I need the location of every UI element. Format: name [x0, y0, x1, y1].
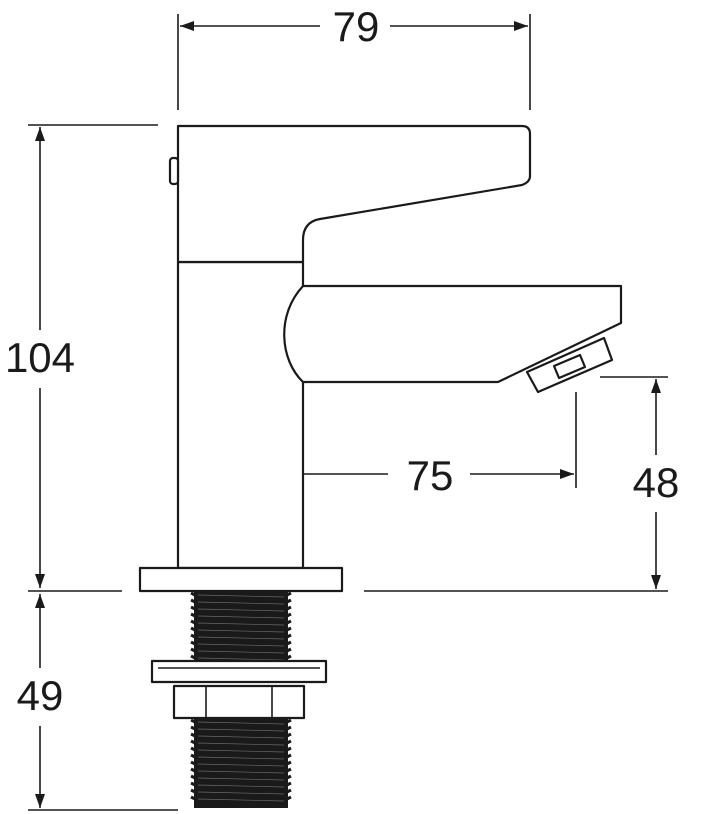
thread-highlight — [197, 770, 285, 774]
thread-ridge — [190, 767, 292, 774]
dimension-spout-height: 48 — [600, 376, 680, 589]
dimension-label-shank-length: 49 — [17, 672, 64, 719]
thread-ridge — [190, 591, 292, 598]
tap-body — [138, 124, 623, 593]
tap-lever-handle — [176, 124, 532, 264]
thread-ridge — [190, 605, 292, 612]
arrow-head-bottom — [651, 575, 661, 589]
arrow-head-top — [35, 594, 45, 608]
thread-ridge — [190, 633, 292, 640]
hot-cold-indicator — [168, 156, 180, 186]
thread-highlight — [197, 749, 285, 753]
thread-ridge — [190, 647, 292, 654]
tap-column — [176, 260, 305, 570]
thread-highlight — [197, 615, 285, 619]
dimension-shank-length: 49 — [17, 594, 178, 811]
thread-highlight — [197, 721, 285, 725]
thread-highlight — [197, 636, 285, 640]
thread-highlight — [197, 601, 285, 605]
thread-ridge — [190, 654, 292, 661]
thread-ridges-upper — [190, 591, 292, 661]
thread-ridge — [190, 746, 292, 753]
tap-shank — [150, 591, 328, 808]
dimension-label-width: 79 — [333, 3, 380, 50]
thread-highlight — [197, 608, 285, 612]
thread-highlight — [197, 784, 285, 788]
thread-highlight — [197, 622, 285, 626]
thread-ridge — [190, 795, 292, 802]
dimension-label-body-height: 104 — [5, 334, 75, 381]
thread-ridge — [190, 788, 292, 795]
thread-ridge — [190, 739, 292, 746]
thread-highlight — [197, 735, 285, 739]
fixing-nut — [172, 684, 306, 720]
thread-highlight — [197, 742, 285, 746]
thread-ridge — [190, 732, 292, 739]
thread-highlight — [197, 594, 285, 598]
arrow-head-bottom — [35, 794, 45, 808]
thread-highlight — [197, 650, 285, 654]
thread-highlight — [197, 791, 285, 795]
thread-ridge — [190, 760, 292, 767]
thread-highlight — [197, 756, 285, 760]
thread-highlight — [197, 629, 285, 633]
shank-thread-lower — [194, 718, 288, 808]
arrow-head-right — [514, 21, 528, 31]
thread-highlight — [197, 777, 285, 781]
tap-spout — [283, 284, 623, 384]
thread-highlight — [197, 643, 285, 647]
thread-ridge — [190, 774, 292, 781]
aerator-insert — [552, 353, 587, 380]
thread-highlight — [197, 763, 285, 767]
thread-highlight — [197, 728, 285, 732]
thread-highlight — [197, 657, 285, 661]
thread-ridge — [190, 598, 292, 605]
thread-ridge — [190, 640, 292, 647]
thread-ridge — [190, 718, 292, 725]
thread-ridge — [190, 753, 292, 760]
arrow-head-left — [180, 21, 194, 31]
arrow-head-right — [560, 469, 574, 479]
thread-ridge — [190, 612, 292, 619]
arrow-head-top — [651, 379, 661, 393]
thread-ridge — [190, 619, 292, 626]
arrow-head-top — [35, 127, 45, 141]
arrow-head-bottom — [35, 574, 45, 588]
thread-ridge — [190, 725, 292, 732]
thread-highlight — [197, 798, 285, 802]
dimension-label-spout-reach: 75 — [407, 452, 454, 499]
thread-ridge — [190, 626, 292, 633]
dimension-label-spout-height: 48 — [633, 459, 680, 506]
dimension-width: 79 — [177, 3, 531, 110]
base-flange — [138, 566, 344, 593]
thread-ridge — [190, 781, 292, 788]
dimension-body-height: 104 — [5, 124, 158, 588]
fixing-washer — [150, 659, 328, 684]
thread-ridges-lower — [190, 718, 292, 802]
shank-thread-upper — [194, 591, 288, 661]
